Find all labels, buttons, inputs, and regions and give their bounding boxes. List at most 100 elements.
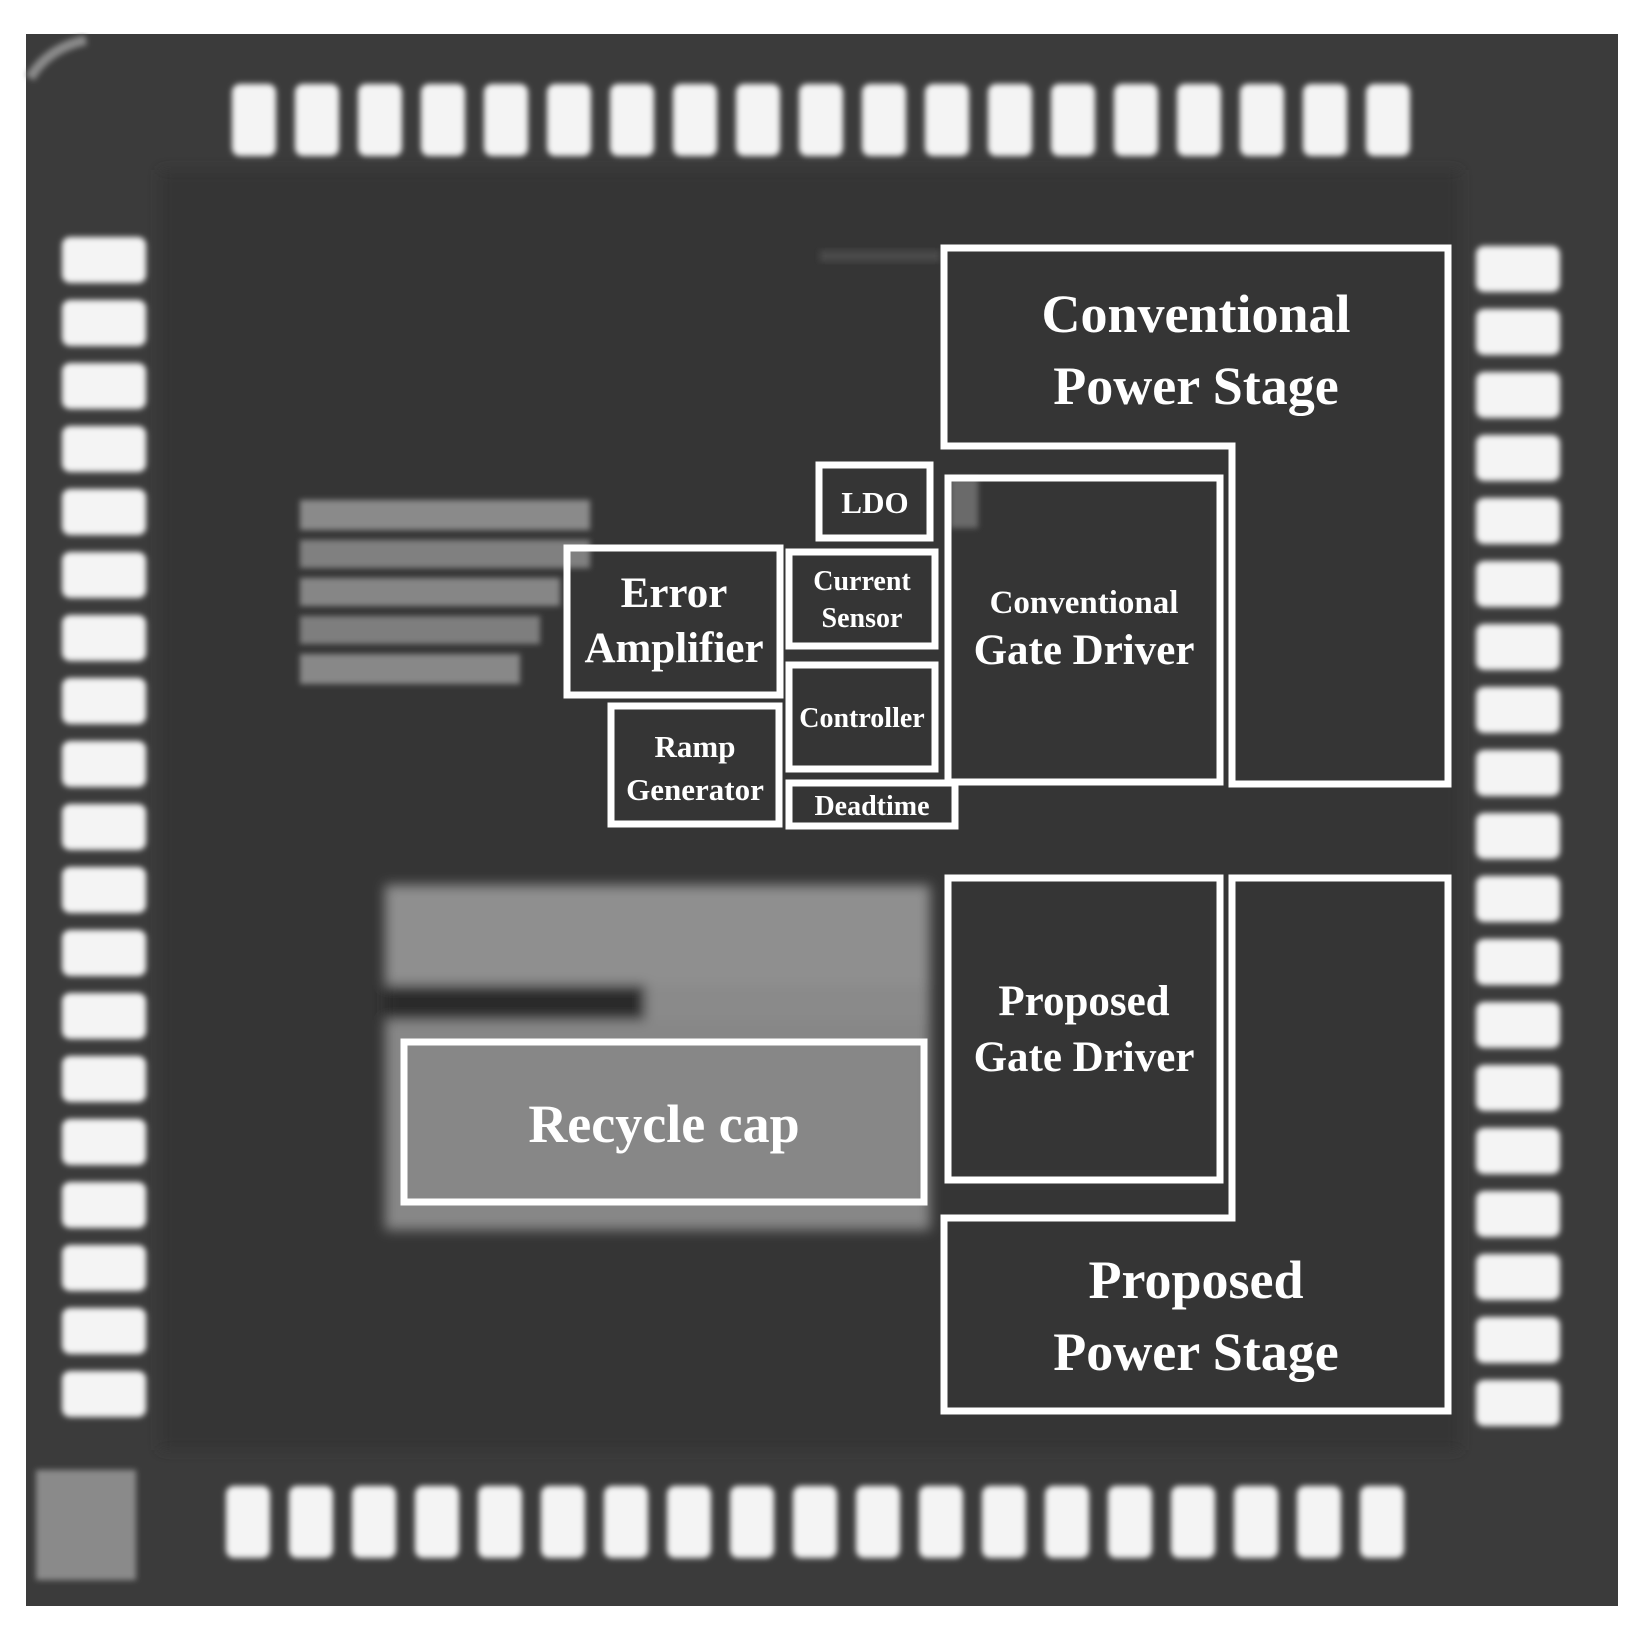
bond-pad [358, 84, 402, 156]
deadtime-label: Deadtime [814, 791, 929, 822]
recycle-cap-label: Recycle cap [528, 1094, 799, 1154]
bond-pad [62, 1245, 146, 1291]
bond-pad [62, 615, 146, 661]
bond-pad [667, 1486, 711, 1558]
bond-pad [352, 1486, 396, 1558]
corner-pad-bottom-left [36, 1470, 136, 1580]
bond-pad [1045, 1486, 1089, 1558]
bond-pads-bottom [226, 1486, 1404, 1558]
bond-pad [226, 1486, 270, 1558]
bond-pad [478, 1486, 522, 1558]
proposed-gate-driver-box [944, 874, 1224, 1184]
bond-pad [1297, 1486, 1341, 1558]
bond-pad [62, 300, 146, 346]
bond-pad [736, 84, 780, 156]
current-sensor-label-line1: Current [813, 566, 911, 597]
bond-pad [62, 678, 146, 724]
bond-pad [1476, 1065, 1560, 1111]
bond-pad [1303, 84, 1347, 156]
ramp-generator-box [607, 702, 783, 828]
bond-pad [673, 84, 717, 156]
bond-pad [1476, 309, 1560, 355]
bond-pad [862, 84, 906, 156]
current-sensor-label-line2: Sensor [822, 603, 903, 634]
bond-pad [1177, 84, 1221, 156]
ldo-box [815, 461, 934, 542]
conventional-power-stage-label-line2: Power Stage [1053, 356, 1338, 416]
bond-pad [547, 84, 591, 156]
bond-pad [1240, 84, 1284, 156]
bond-pad [62, 1308, 146, 1354]
bond-pad [62, 804, 146, 850]
bond-pads-right [1476, 246, 1560, 1426]
bond-pad [415, 1486, 459, 1558]
bond-pad [1476, 498, 1560, 544]
bond-pad [604, 1486, 648, 1558]
bond-pad [232, 84, 276, 156]
bond-pad [484, 84, 528, 156]
bond-pad [1476, 750, 1560, 796]
bond-pad [1114, 84, 1158, 156]
bond-pad [62, 1182, 146, 1228]
error-amplifier-label-line2: Amplifier [584, 625, 763, 672]
bond-pad [1108, 1486, 1152, 1558]
bond-pad [1366, 84, 1410, 156]
recycle-cap-box [400, 1038, 928, 1206]
bond-pad [289, 1486, 333, 1558]
bond-pad [1360, 1486, 1404, 1558]
deadtime-box [785, 779, 959, 830]
ldo-label: LDO [841, 485, 908, 520]
proposed-power-stage-label-line1: Proposed [1088, 1250, 1303, 1310]
bond-pad [982, 1486, 1026, 1558]
bond-pad [1476, 624, 1560, 670]
bond-pad [1051, 84, 1095, 156]
bond-pad [1234, 1486, 1278, 1558]
current-sensor-box [785, 548, 939, 650]
bond-pad [62, 363, 146, 409]
bond-pad [1476, 1317, 1560, 1363]
bond-pad [62, 426, 146, 472]
bond-pad [1476, 435, 1560, 481]
bond-pad [988, 84, 1032, 156]
bond-pad [541, 1486, 585, 1558]
conventional-gate-driver-box [944, 474, 1224, 786]
die-inner-area [160, 170, 1460, 1450]
proposed-gate-driver-label-line2: Gate Driver [974, 1034, 1195, 1081]
bond-pads-top [232, 84, 1410, 156]
bond-pad [793, 1486, 837, 1558]
controller-box [785, 661, 939, 773]
bond-pad [62, 237, 146, 283]
bond-pad [62, 489, 146, 535]
bond-pad [62, 930, 146, 976]
ramp-generator-label-line1: Ramp [655, 729, 736, 764]
small-structure [950, 478, 978, 528]
corner-mark-top-left [25, 35, 88, 81]
conventional-power-stage-outline [940, 244, 1452, 788]
analog-block-texture [300, 500, 590, 684]
bond-pad [610, 84, 654, 156]
bond-pad [730, 1486, 774, 1558]
conventional-gate-driver-label-line1: Conventional [990, 585, 1179, 621]
small-structure-2 [820, 250, 940, 262]
conventional-gate-driver-label-line2: Gate Driver [974, 627, 1195, 674]
conventional-power-stage-label-line1: Conventional [1041, 284, 1350, 344]
bond-pad [925, 84, 969, 156]
bond-pad [62, 1119, 146, 1165]
bond-pad [856, 1486, 900, 1558]
ramp-generator-label-line2: Generator [626, 772, 764, 807]
bond-pad [799, 84, 843, 156]
bond-pads-left [62, 237, 146, 1417]
bond-pad [421, 84, 465, 156]
proposed-power-stage-label-line2: Power Stage [1053, 1322, 1338, 1382]
bond-pad [1476, 687, 1560, 733]
bond-pad [62, 867, 146, 913]
bond-pad [1476, 372, 1560, 418]
bond-pad [1476, 1128, 1560, 1174]
bond-pad [1476, 561, 1560, 607]
bond-pad [62, 552, 146, 598]
bond-pad [1476, 1002, 1560, 1048]
bond-pad [1476, 1254, 1560, 1300]
bond-pad [1476, 1191, 1560, 1237]
controller-label: Controller [799, 703, 924, 734]
